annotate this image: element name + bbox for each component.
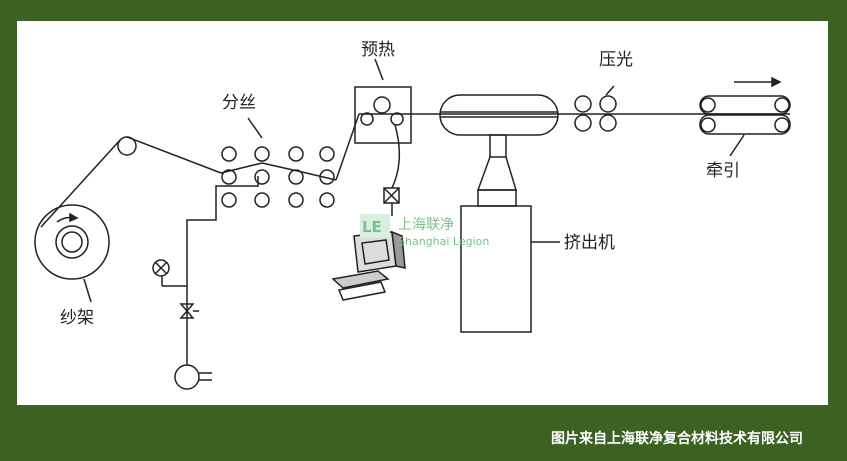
- label-calender: 压光: [599, 50, 633, 70]
- label-haul-off: 牵引: [706, 161, 740, 181]
- preheat-unit: [354, 58, 412, 216]
- extruder: [439, 94, 560, 333]
- feed-line: [152, 176, 259, 390]
- calender-rollers: [574, 85, 617, 132]
- watermark-en: Shanghai Legion: [398, 235, 489, 248]
- yarn-creel: [34, 204, 110, 303]
- watermark-cn: 上海联净: [398, 217, 454, 233]
- filament-split-rollers: [221, 117, 335, 208]
- watermark-logo: LE: [362, 218, 382, 236]
- label-yarn-creel: 纱架: [60, 308, 94, 328]
- diagram-panel: [17, 21, 828, 405]
- label-filament-split: 分丝: [222, 93, 256, 113]
- haul-off-unit: [699, 76, 791, 157]
- computer-icon: [331, 230, 406, 301]
- yarn-path: [40, 113, 790, 228]
- label-extruder: 挤出机: [564, 233, 615, 253]
- image-credit-caption: 图片来自上海联净复合材料技术有限公司: [551, 431, 803, 447]
- label-preheat: 预热: [361, 40, 395, 60]
- watermark: LE 上海联净 Shanghai Legion: [360, 214, 489, 248]
